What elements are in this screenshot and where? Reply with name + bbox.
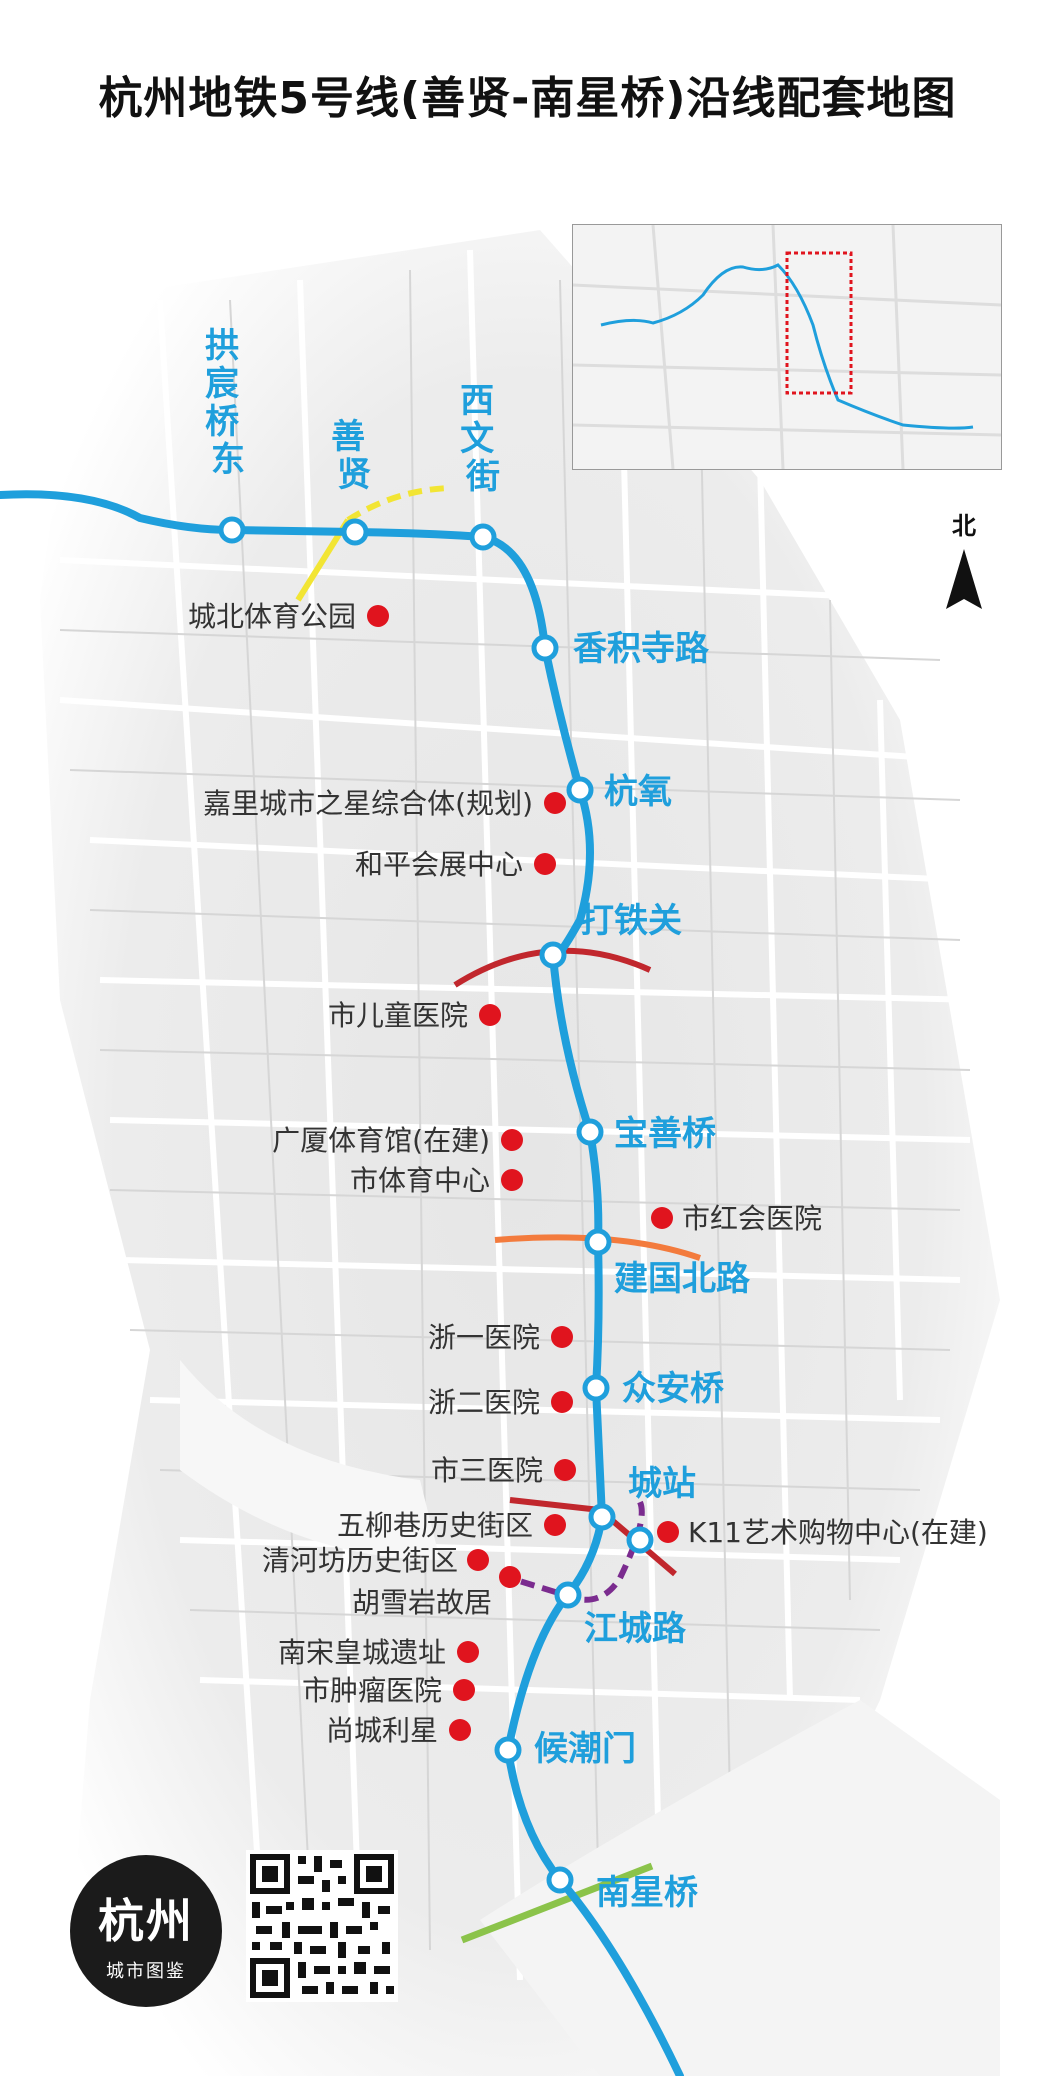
poi-label-guangsha-gym: 广厦体育馆(在建) — [272, 1124, 490, 1157]
station-marker-shanxian[interactable] — [341, 518, 369, 546]
qr-code-icon — [246, 1850, 398, 2002]
poi-dot-zheyi-hospital[interactable] — [551, 1326, 573, 1348]
poi-dot-song-palace[interactable] — [457, 1641, 479, 1663]
station-char: 善 — [331, 417, 365, 457]
station-marker-hangyang[interactable] — [566, 776, 594, 804]
station-label-jianguobeilu: 建国北路 — [614, 1259, 751, 1299]
station-marker-xiwenjie[interactable] — [469, 523, 497, 551]
poi-dot-jiali-star[interactable] — [544, 792, 566, 814]
poi-label-song-palace: 南宋皇城遗址 — [278, 1636, 446, 1669]
station-char: 东 — [211, 440, 245, 480]
station-char: 桥 — [205, 402, 239, 442]
north-label: 北 — [952, 512, 976, 540]
poi-dot-children-hospital[interactable] — [479, 1004, 501, 1026]
station-char: 拱 — [205, 326, 239, 366]
station-label-datieguan: 打铁关 — [580, 901, 682, 941]
station-marker-zhonganqiao[interactable] — [582, 1374, 610, 1402]
station-label-shanxian: 善 贤 — [331, 417, 377, 495]
north-arrow-icon — [946, 549, 982, 609]
poi-dot-heping-expo[interactable] — [534, 853, 556, 875]
poi-dot-k11[interactable] — [657, 1521, 679, 1543]
poi-label-city-sports-center: 市体育中心 — [350, 1164, 490, 1197]
map-title: 杭州地铁5号线(善贤-南星桥)沿线配套地图 — [98, 73, 957, 124]
station-label-xiwenjie: 西 文 街 — [460, 381, 506, 497]
station-char: 文 — [460, 419, 494, 459]
station-label-hangyang: 杭氧 — [604, 772, 672, 812]
poi-label-zheer-hospital: 浙二医院 — [428, 1386, 540, 1419]
poi-dot-third-hospital[interactable] — [554, 1459, 576, 1481]
poi-dot-wuliuxiang[interactable] — [544, 1514, 566, 1536]
station-char: 街 — [465, 457, 500, 497]
poi-dot-qinghefang[interactable] — [467, 1549, 489, 1571]
station-marker-k11-connector — [626, 1526, 654, 1554]
station-label-gongchenqiaodong: 拱 宸 桥 东 — [205, 326, 251, 480]
poi-label-k11: K11艺术购物中心(在建) — [688, 1516, 988, 1549]
poi-dot-tumor-hospital[interactable] — [453, 1679, 475, 1701]
poi-label-red-cross-hospital: 市红会医院 — [682, 1202, 822, 1235]
overview-inset-map[interactable] — [572, 224, 1002, 470]
logo-sub-text: 城市图鉴 — [106, 1961, 186, 1982]
poi-label-jiali-star: 嘉里城市之星综合体(规划) — [203, 787, 533, 820]
station-label-xiangjisilu: 香积寺路 — [573, 629, 710, 669]
line4-segment — [460, 1862, 654, 1944]
poi-dot-city-sports-center[interactable] — [501, 1169, 523, 1191]
station-label-nanxingqiao: 南星桥 — [596, 1873, 698, 1913]
poi-label-third-hospital: 市三医院 — [431, 1454, 543, 1487]
station-marker-houchaomen[interactable] — [494, 1736, 522, 1764]
inset-route — [572, 224, 1002, 470]
poi-label-wuliuxiang: 五柳巷历史街区 — [337, 1509, 533, 1542]
line2-dashed — [346, 485, 451, 523]
poi-label-zheyi-hospital: 浙一医院 — [428, 1321, 540, 1354]
station-label-chengzhan: 城站 — [628, 1464, 696, 1504]
poi-dot-shangcheng-lixing[interactable] — [449, 1719, 471, 1741]
qr-code[interactable] — [246, 1850, 398, 2002]
station-marker-gongchenqiaodong[interactable] — [218, 516, 246, 544]
poi-label-chengbei-sports-park: 城北体育公园 — [188, 600, 356, 633]
poi-label-heping-expo: 和平会展中心 — [355, 848, 523, 881]
street-basemap — [40, 230, 1000, 2076]
poi-labels: 城北体育公园 嘉里城市之星综合体(规划) 和平会展中心 市儿童医院 广厦体育馆(… — [188, 600, 543, 1747]
station-marker-nanxingqiao[interactable] — [546, 1866, 574, 1894]
logo-main-text: 杭州 — [98, 1894, 194, 1948]
station-marker-chengzhan[interactable] — [588, 1503, 616, 1531]
poi-label-huxueyan: 胡雪岩故居 — [352, 1586, 492, 1619]
poi-dot-red-cross-hospital[interactable] — [651, 1207, 673, 1229]
station-label-houchaomen: 候潮门 — [534, 1729, 636, 1769]
poi-dot-huxueyan[interactable] — [499, 1566, 521, 1588]
poi-labels-right: 市红会医院 K11艺术购物中心(在建) — [682, 1202, 988, 1549]
station-char: 贤 — [337, 455, 371, 495]
station-marker-baoshanqiao[interactable] — [576, 1118, 604, 1146]
station-marker-datieguan[interactable] — [539, 941, 567, 969]
station-markers — [218, 516, 654, 1894]
inset-focus-frame — [785, 251, 853, 395]
poi-dot-guangsha-gym[interactable] — [501, 1129, 523, 1151]
station-char: 宸 — [205, 364, 239, 404]
poi-dot-zheer-hospital[interactable] — [551, 1391, 573, 1413]
station-label-jiangchenglu: 江城路 — [584, 1609, 687, 1649]
station-marker-xiangjisilu[interactable] — [531, 634, 559, 662]
north-indicator: 北 — [934, 506, 994, 625]
poi-markers — [367, 605, 679, 1741]
poi-label-qinghefang: 清河坊历史街区 — [262, 1544, 458, 1577]
station-label-baoshanqiao: 宝善桥 — [614, 1114, 716, 1154]
poi-label-shangcheng-lixing: 尚城利星 — [326, 1714, 438, 1747]
station-marker-jiangchenglu[interactable] — [554, 1581, 582, 1609]
station-marker-jianguobeilu[interactable] — [584, 1228, 612, 1256]
station-labels: 拱 宸 桥 东 善 贤 西 文 街 香积寺路 杭氧 打铁关 宝善桥 建国北路 众… — [205, 326, 751, 1913]
poi-label-tumor-hospital: 市肿瘤医院 — [302, 1674, 442, 1707]
poi-dot-chengbei-sports-park[interactable] — [367, 605, 389, 627]
station-label-zhonganqiao: 众安桥 — [622, 1369, 724, 1409]
poi-label-children-hospital: 市儿童医院 — [328, 999, 468, 1032]
city-guide-logo: 杭州 城市图鉴 — [70, 1855, 222, 2007]
line5-route — [0, 490, 684, 2076]
station-char: 西 — [460, 381, 494, 421]
